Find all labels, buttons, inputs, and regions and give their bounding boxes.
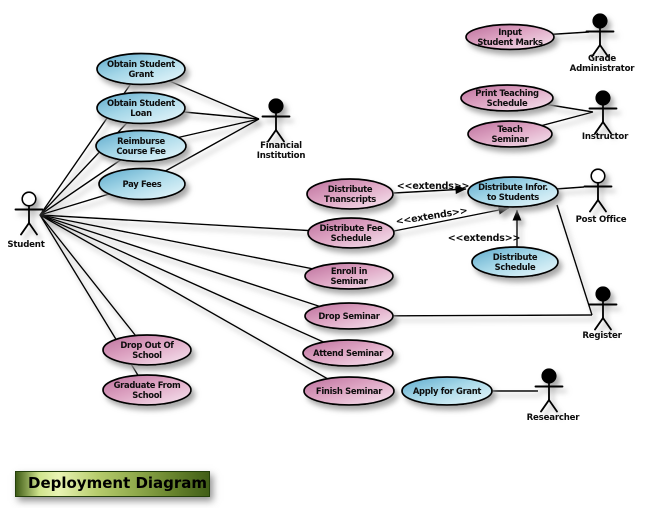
usecase-ellipse bbox=[471, 246, 559, 278]
association-line bbox=[39, 214, 352, 234]
usecase-ellipse bbox=[304, 262, 394, 290]
usecase-ellipse bbox=[102, 374, 192, 406]
actor-label: Researcher bbox=[527, 413, 581, 423]
usecase-ellipse bbox=[303, 376, 395, 406]
usecase-ellipse bbox=[467, 120, 553, 148]
actor-post-office: Post Office bbox=[576, 168, 627, 225]
usecase-label: Drop Seminar bbox=[318, 311, 380, 321]
actor-figure-icon bbox=[534, 368, 564, 413]
usecase-drop-seminar: Drop Seminar bbox=[304, 302, 394, 330]
actor-instructor: Instructor bbox=[582, 90, 629, 142]
extends-label: <<extends>> bbox=[448, 233, 520, 244]
actor-head bbox=[595, 90, 611, 106]
usecase-attend-seminar: Attend Seminar bbox=[302, 339, 394, 367]
usecase-label: Apply for Grant bbox=[413, 386, 482, 396]
usecase-distribute-infor-to-students: Distribute Infor.to Students bbox=[467, 176, 559, 208]
actor-register: Register bbox=[582, 286, 623, 341]
usecase-ellipse bbox=[96, 52, 186, 86]
usecase-ellipse bbox=[304, 302, 394, 330]
usecase-label: Attend Seminar bbox=[313, 348, 384, 358]
actor-head bbox=[21, 191, 37, 207]
usecase-ellipse bbox=[401, 376, 493, 406]
actor-student: Student bbox=[7, 191, 45, 250]
actor-figure-icon bbox=[261, 98, 291, 143]
usecase-ellipse bbox=[306, 178, 394, 210]
association-line bbox=[39, 214, 350, 277]
actor-figure-icon bbox=[14, 191, 44, 236]
diagram-title: Deployment Diagram bbox=[15, 471, 210, 497]
actor-researcher: Researcher bbox=[527, 368, 581, 423]
usecase-label: Distribute Infor.to Students bbox=[478, 182, 548, 202]
actor-figure-icon bbox=[588, 286, 618, 331]
usecase-ellipse bbox=[302, 339, 394, 367]
actor-label: Student bbox=[7, 240, 44, 250]
actor-label: Register bbox=[582, 331, 622, 341]
extends-label: <<extends>> bbox=[395, 205, 468, 227]
usecase-finish-seminar: Finish Seminar bbox=[303, 376, 395, 406]
usecase-label: Finish Seminar bbox=[316, 386, 383, 396]
association-line bbox=[556, 204, 593, 316]
actor-label: Post Office bbox=[576, 215, 627, 225]
usecase-ellipse bbox=[467, 176, 559, 208]
usecase-ellipse bbox=[96, 91, 186, 125]
actor-head bbox=[595, 286, 611, 302]
association-line bbox=[39, 214, 349, 354]
usecase-ellipse bbox=[307, 217, 395, 249]
extends-label: <<extends>> bbox=[397, 181, 469, 192]
usecase-pay-fees: Pay Fees bbox=[98, 167, 186, 201]
actor-figure-icon bbox=[588, 90, 618, 135]
actor-head bbox=[541, 368, 557, 384]
actor-label: Instructor bbox=[582, 132, 629, 142]
actor-head bbox=[268, 98, 284, 114]
association-line bbox=[39, 214, 350, 317]
actor-head bbox=[592, 13, 608, 29]
usecase-ellipse bbox=[98, 167, 186, 201]
extends-arrow bbox=[393, 185, 467, 195]
usecase-apply-for-grant: Apply for Grant bbox=[401, 376, 493, 406]
association-line bbox=[39, 214, 148, 351]
extends-arrow bbox=[393, 205, 510, 232]
usecase-ellipse bbox=[465, 23, 555, 51]
usecase-ellipse bbox=[102, 334, 192, 366]
usecase-label: Pay Fees bbox=[122, 179, 161, 189]
association-line bbox=[39, 107, 142, 216]
usecase-ellipse bbox=[95, 129, 187, 163]
usecase-ellipse bbox=[460, 84, 554, 112]
actor-figure-icon bbox=[583, 168, 613, 213]
association-line bbox=[39, 214, 350, 392]
actor-head bbox=[590, 168, 606, 184]
actor-figure-icon bbox=[585, 13, 615, 58]
